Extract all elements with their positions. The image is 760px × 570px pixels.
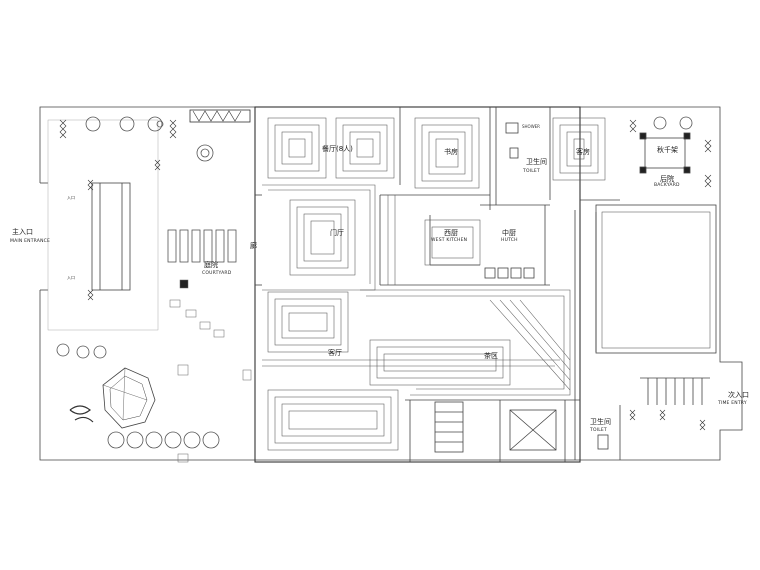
bath-top-label: 卫生间 <box>526 158 547 166</box>
main-entrance-label: 主入口 <box>12 228 33 236</box>
tea-area-label: 茶区 <box>484 352 498 360</box>
guest-room-label: 客房 <box>576 148 590 156</box>
elevator <box>509 409 557 451</box>
entry-marker: 入口 <box>67 275 75 280</box>
backyard-en: BACKYARD <box>654 183 680 188</box>
side-entry-en: TIME ENTRY <box>718 401 747 406</box>
hutch-en: HUTCH <box>501 238 518 243</box>
foyer-label: 门厅 <box>330 229 344 237</box>
shrubs <box>56 116 693 449</box>
hutch-label: 中厨 <box>502 229 516 237</box>
toilet-bottom-en: TOILET <box>590 428 607 433</box>
shower-label: SHOWER <box>522 124 540 129</box>
courtyard-label: 庭院 <box>204 261 218 269</box>
entry-steps <box>167 229 237 263</box>
study-label: 书房 <box>444 148 458 156</box>
west-kitchen-en: WEST KITCHEN <box>431 238 468 243</box>
swing-label: 秋千架 <box>657 146 678 154</box>
courtyard-en: COURTYARD <box>202 271 232 276</box>
house-outline <box>254 106 581 463</box>
main-entrance-path <box>91 182 131 291</box>
backyard-label: 后院 <box>660 175 674 183</box>
living-label: 客厅 <box>328 349 342 357</box>
dining-label: 餐厅(8人) <box>322 145 353 153</box>
floor-heating-coils <box>262 117 606 451</box>
side-entry-steps <box>640 377 710 405</box>
side-entry-label: 次入口 <box>728 391 749 399</box>
corridor-mark: 廊 <box>250 242 257 250</box>
backyard-enclosure <box>595 204 717 354</box>
staircase <box>434 401 464 453</box>
entry-marker: 入口 <box>67 195 75 200</box>
west-kitchen-label: 西厨 <box>444 229 458 237</box>
swing-frame <box>644 137 686 169</box>
gazebo <box>102 367 156 429</box>
planting <box>59 119 712 431</box>
toilet-bottom-label: 卫生间 <box>590 418 611 426</box>
bath-top-en: TOILET <box>523 169 540 174</box>
main-entrance-en: MAIN ENTRANCE <box>10 239 51 244</box>
